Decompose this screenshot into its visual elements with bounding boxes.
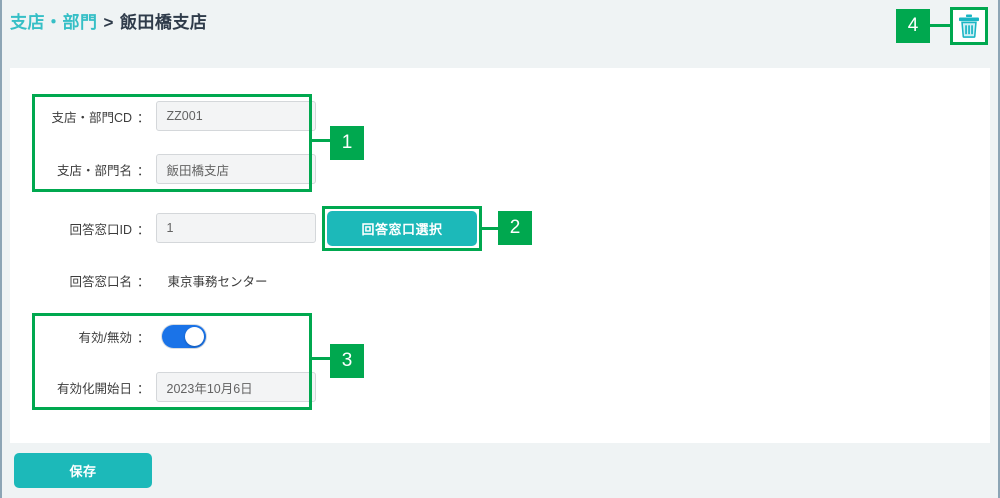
field-row-dept-code: 支店・部門CD ： ZZ001: [44, 101, 316, 131]
dept-name-label: 支店・部門名: [56, 163, 132, 178]
enabled-label: 有効/無効: [78, 331, 132, 345]
annotation-badge-4: 4: [896, 9, 930, 43]
dept-name-colon: ：: [137, 163, 150, 178]
start-date-input[interactable]: 2023年10月6日: [155, 372, 316, 402]
field-row-start-date: 有効化開始日 ： 2023年10月6日: [44, 372, 316, 402]
breadcrumb-current: 飯田橋支店: [119, 13, 208, 32]
counter-id-colon: ：: [137, 222, 150, 237]
breadcrumb-separator-icon: >: [103, 13, 114, 32]
annotation-badge-3: 3: [330, 344, 364, 378]
dept-code-input[interactable]: ZZ001: [155, 101, 316, 131]
start-date-label: 有効化開始日: [56, 381, 132, 396]
page-footer: [2, 443, 998, 498]
field-row-counter-name: 回答窓口名 ： 東京事務センター: [44, 271, 268, 290]
start-date-colon: ：: [137, 381, 150, 396]
annotation-connector-4: [930, 24, 952, 27]
annotation-connector-2: [482, 227, 498, 230]
field-row-counter-id: 回答窓口ID ： 1: [44, 213, 316, 243]
field-row-dept-name: 支店・部門名 ： 飯田橋支店: [44, 154, 316, 184]
breadcrumb: 支店・部門 > 飯田橋支店: [10, 8, 207, 33]
counter-name-colon: ：: [137, 275, 150, 289]
dept-code-label: 支店・部門CD: [51, 110, 132, 125]
toggle-knob: [184, 327, 204, 346]
page-header: 支店・部門 > 飯田橋支店: [2, 0, 998, 68]
breadcrumb-parent-link[interactable]: 支店・部門: [10, 13, 98, 32]
enabled-colon: ：: [137, 331, 150, 345]
dept-code-colon: ：: [137, 110, 150, 125]
counter-id-label: 回答窓口ID: [69, 222, 132, 237]
select-counter-button[interactable]: 回答窓口選択: [327, 211, 477, 246]
annotation-badge-1: 1: [330, 126, 364, 160]
enabled-toggle[interactable]: [161, 325, 206, 348]
field-row-enabled: 有効/無効 ：: [44, 325, 206, 348]
annotation-connector-3: [312, 357, 330, 360]
counter-id-input[interactable]: 1: [155, 213, 316, 243]
save-button[interactable]: 保存: [14, 453, 152, 488]
dept-name-input[interactable]: 飯田橋支店: [155, 154, 316, 184]
annotation-connector-1: [312, 139, 330, 142]
trash-icon: [959, 14, 979, 38]
delete-button[interactable]: [950, 7, 988, 45]
counter-name-label: 回答窓口名: [69, 275, 132, 289]
annotation-badge-2: 2: [498, 211, 532, 245]
counter-name-value: 東京事務センター: [167, 275, 268, 289]
